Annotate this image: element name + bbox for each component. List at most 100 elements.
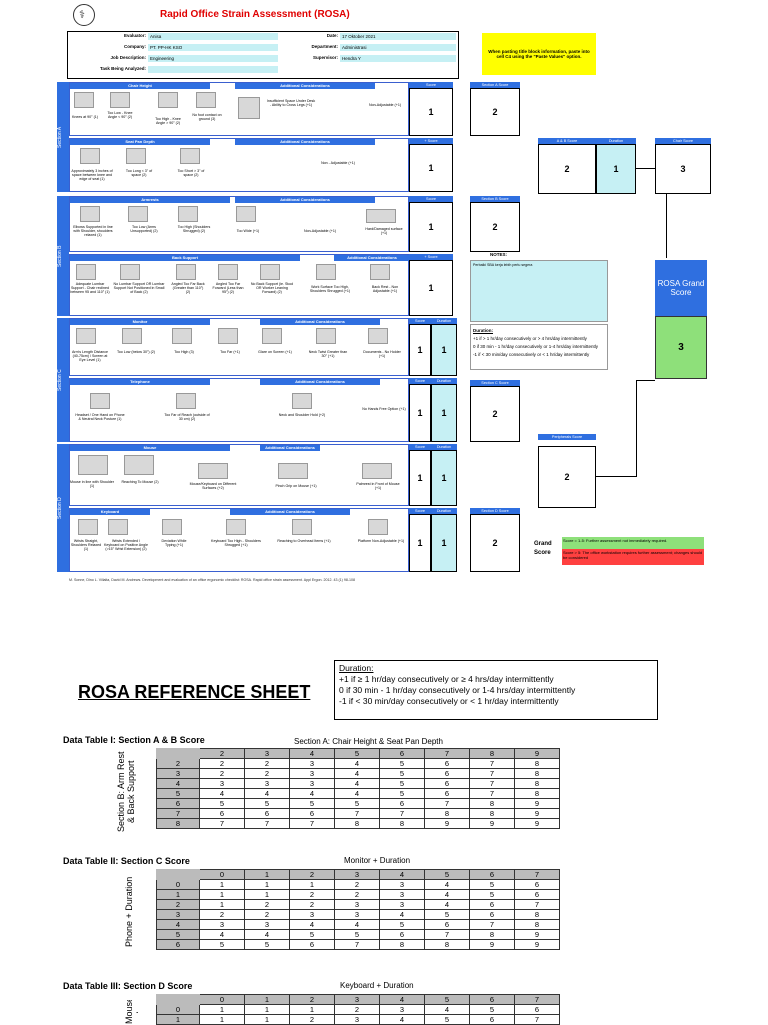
footer-citation: M. Sonne, Dino L. Villalta, David M. And… [69, 578, 356, 582]
mouse-extra-2[interactable]: Pinch Grip on Mouse (+1) [275, 484, 317, 488]
evaluator-field[interactable]: Anisa [148, 33, 278, 40]
company-field[interactable]: PT. PP-HK KSO [148, 44, 278, 51]
seat-extra-1[interactable]: Non - Adjustable (+1) [321, 161, 355, 165]
section-b-score[interactable]: 2 [470, 202, 520, 252]
keyboard-duration[interactable]: 1 [431, 514, 457, 572]
duration-title: Duration: [473, 328, 493, 333]
peripherals-score[interactable]: 2 [538, 446, 596, 508]
reference-duration-box: Duration: +1 if ≥ 1 hr/day consecutively… [334, 660, 658, 720]
back-option-3[interactable]: Angled Too Far Back (Greater than 110°) … [171, 282, 205, 294]
back-option-2[interactable]: No Lumbar Support OR Lumbar Support Not … [113, 282, 165, 294]
mouse-extra-3[interactable]: Palmrest in Front of Mouse (+1) [356, 482, 400, 490]
table-cell: 4 [289, 919, 335, 930]
phone-option-1[interactable]: Headset / One Hand on Phone & Neutral Ne… [75, 413, 125, 421]
section-a-score[interactable]: 2 [470, 88, 520, 136]
seat-option-1[interactable]: Approximately 3 inches of space between … [71, 169, 113, 181]
phone-option-2[interactable]: Too Far of Reach (outside of 30 cm) (2) [164, 413, 210, 421]
date-field[interactable]: 17 Oktober 2021 [340, 33, 456, 40]
phone-extra-2[interactable]: No Hands Free Option (+1) [362, 407, 406, 411]
table-col-header: 2 [289, 869, 335, 880]
mouse-score[interactable]: 1 [409, 450, 431, 506]
monitor-option-4[interactable]: Too Far (+1) [220, 350, 240, 354]
monitor-option-3[interactable]: Too High (3) [174, 350, 194, 354]
phone-photo-3 [292, 393, 312, 409]
table-cell: 8 [334, 818, 380, 829]
back-support-score[interactable]: 1 [409, 260, 453, 316]
table-cell: 2 [289, 899, 335, 910]
arm-extra-2[interactable]: Non-Adjustable (+1) [303, 229, 337, 233]
telephone-panel: Telephone Additional Considerations Head… [69, 378, 409, 442]
back-option-5[interactable]: No Back Support (ie. Stool OR Worker Lea… [250, 282, 294, 294]
keyboard-score[interactable]: 1 [409, 514, 431, 572]
monitor-duration-header: Duration [431, 318, 457, 324]
chair-option-1[interactable]: Knees at 90° (1) [71, 115, 98, 119]
notes-field[interactable]: Perbaiki SBA kerja lebih perlu segera [470, 260, 608, 322]
table-cell: 5 [469, 879, 515, 890]
monitor-option-2[interactable]: Too Low (below 30°) (2) [117, 350, 155, 354]
mouse-duration[interactable]: 1 [431, 450, 457, 506]
chair-extra-2[interactable]: Non-Adjustable (+1) [368, 103, 402, 107]
department-field[interactable]: Administrasi [340, 44, 456, 51]
seat-option-3[interactable]: Too Short > 3" of space (2) [177, 169, 205, 177]
phone-extra-1[interactable]: Neck and Shoulder Hold (+2) [278, 413, 326, 417]
chair-option-2[interactable]: Too Low - Knee Angle < 90° (2) [107, 111, 133, 119]
supervisor-field[interactable]: Hendra Y [340, 55, 456, 62]
monitor-score[interactable]: 1 [409, 324, 431, 376]
arm-option-1[interactable]: Elbows Supported in line with Shoulder, … [73, 225, 113, 237]
ab-score[interactable]: 2 [538, 144, 596, 194]
seat-pan-additional: Additional Considerations [235, 139, 375, 145]
section-c-score[interactable]: 2 [470, 386, 520, 442]
arm-option-3[interactable]: Too High (Shoulders Shrugged) (2) [177, 225, 211, 233]
chair-duration[interactable]: 1 [596, 144, 636, 194]
keyboard-option-1[interactable]: Wrists Straight, Shoulders Relaxed (1) [70, 539, 102, 551]
monitor-extra-1[interactable]: Glare on Screen (+1) [258, 350, 292, 354]
table-corner-cell [156, 748, 200, 759]
seat-pan-score[interactable]: 1 [409, 144, 453, 192]
mouse-option-2[interactable]: Reaching To Mouse (2) [121, 480, 159, 484]
chair-extra-1[interactable]: Insufficient Space Under Desk - Ability … [266, 99, 316, 107]
monitor-duration[interactable]: 1 [431, 324, 457, 376]
monitor-option-1[interactable]: Arm's Length Distance (40-75cm) / Screen… [71, 350, 109, 362]
back-option-4[interactable]: Angled Too Far Forward (Less than 95°) (… [212, 282, 244, 294]
arm-extra-3[interactable]: Hard/Damaged surface (+1) [365, 227, 403, 235]
armrests-score[interactable]: 1 [409, 202, 453, 252]
table-cell: 3 [199, 778, 245, 789]
table-row-header: 6 [156, 798, 200, 809]
back-option-1[interactable]: Adequate Lumbar Support - Chair reclined… [70, 282, 110, 294]
telephone-duration[interactable]: 1 [431, 384, 457, 442]
reference-duration-line-1: +1 if ≥ 1 hr/day consecutively or ≥ 4 hr… [339, 674, 554, 684]
telephone-score[interactable]: 1 [409, 384, 431, 442]
back-extra-2[interactable]: Back Rest - Non Adjustable (+1) [371, 285, 399, 293]
mouse-extra-1[interactable]: Mouse/Keyboard on Different Surfaces (+2… [189, 482, 237, 490]
keyboard-extra-4[interactable]: Platform Non-Adjustable (+1) [357, 539, 405, 543]
table-cell: 9 [514, 798, 560, 809]
monitor-extra-3[interactable]: Documents - No Holder (+1) [363, 350, 401, 358]
chair-option-4[interactable]: No foot contact on ground (3) [192, 113, 222, 121]
back-extra-1[interactable]: Work Surface Too High, Shoulders Shrugge… [309, 285, 351, 293]
grand-score-value[interactable]: 3 [655, 316, 707, 379]
keyboard-extra-3[interactable]: Reaching to Overhead Items (+1) [277, 539, 331, 543]
keyboard-extra-1[interactable]: Deviation While Typing (+1) [161, 539, 187, 547]
chair-height-score[interactable]: 1 [409, 88, 453, 136]
telephone-additional: Additional Considerations [260, 379, 380, 385]
mouse-option-1[interactable]: Mouse in line with Shoulder (1) [70, 480, 114, 488]
table-col-header: 7 [514, 869, 560, 880]
table1-title: Data Table I: Section A & B Score [63, 735, 205, 745]
chair-score-total[interactable]: 3 [655, 144, 711, 194]
table-cell: 6 [469, 899, 515, 910]
arm-option-2[interactable]: Too Low (Arms Unsupported) (2) [130, 225, 158, 233]
section-d-score[interactable]: 2 [470, 514, 520, 572]
job-description-field[interactable]: Engineering [148, 55, 278, 62]
arm-extra-1[interactable]: Too Wide (+1) [236, 229, 260, 233]
monitor-extra-2[interactable]: Neck Twist Greater than 30° (+1) [308, 350, 348, 358]
table-cell: 3 [289, 778, 335, 789]
seat-option-2[interactable]: Too Long < 3" of space (2) [125, 169, 153, 177]
table-cell: 9 [514, 929, 560, 940]
chair-option-3[interactable]: Too High - Knee Angle > 90° (2) [155, 117, 181, 125]
task-field[interactable] [148, 66, 278, 73]
keyboard-option-2[interactable]: Wrists Extended / Keyboard on Positive A… [104, 539, 148, 551]
keyboard-extra-2[interactable]: Keyboard Too High - Shoulders Shrugged (… [211, 539, 261, 547]
